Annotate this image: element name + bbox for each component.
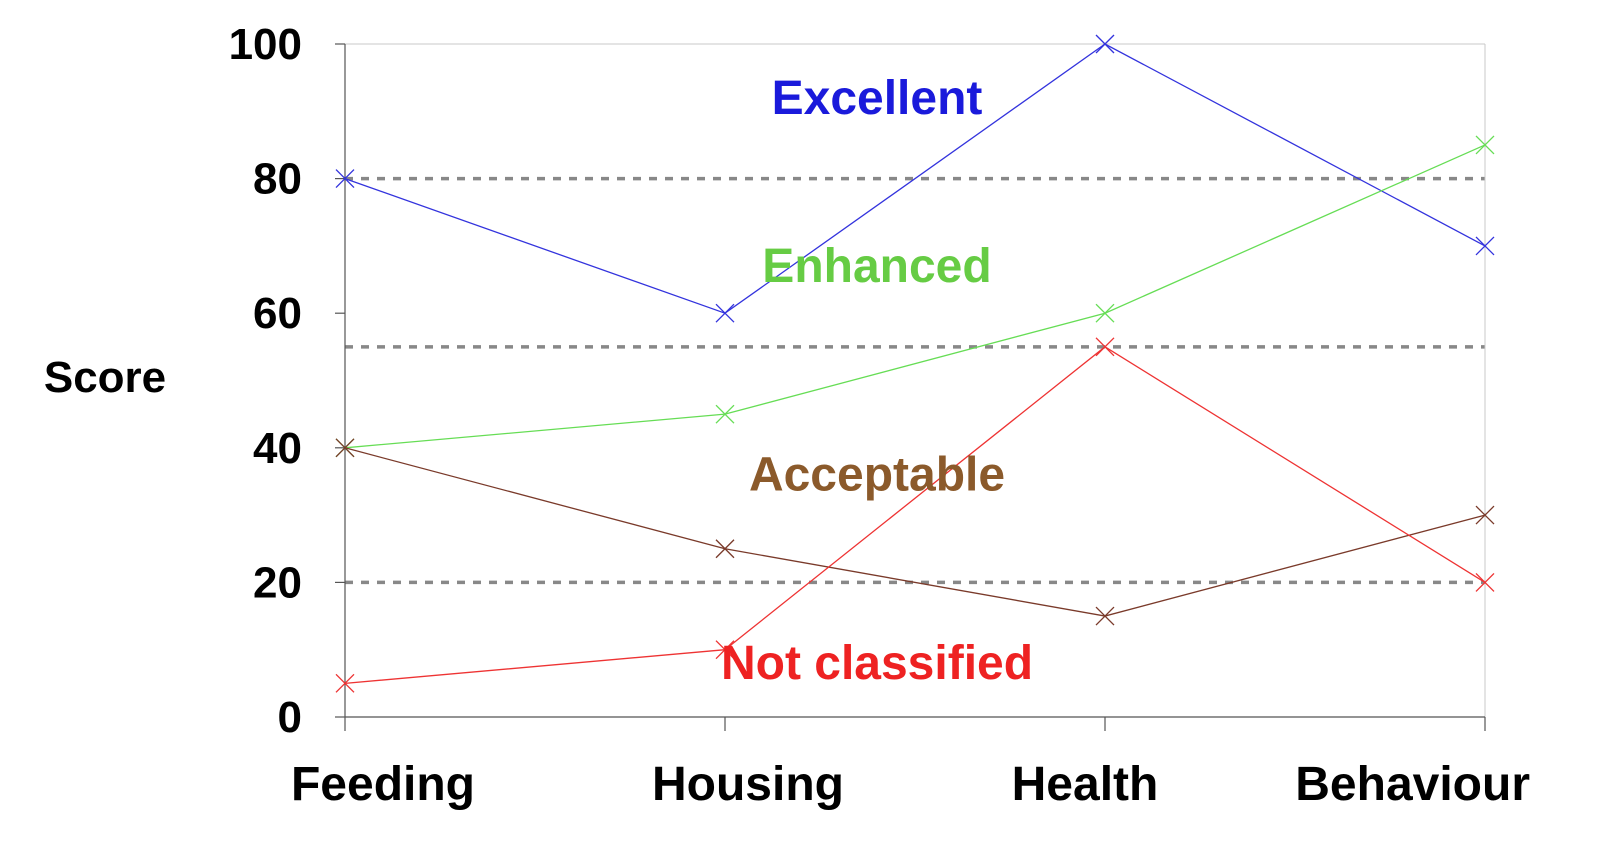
data-point-marker bbox=[1095, 34, 1115, 54]
data-point-marker bbox=[335, 169, 355, 189]
data-point-marker bbox=[1095, 606, 1115, 626]
series-line bbox=[344, 447, 1486, 617]
y-tick-label: 60 bbox=[253, 289, 302, 338]
y-tick-label: 20 bbox=[253, 558, 302, 607]
data-point-marker bbox=[335, 673, 355, 693]
y-tick-label: 80 bbox=[253, 155, 302, 204]
data-point-marker bbox=[1475, 505, 1495, 525]
zone-label: Not classified bbox=[721, 637, 1033, 690]
series-line bbox=[344, 43, 1486, 314]
data-point-marker bbox=[1475, 135, 1495, 155]
data-point-marker bbox=[1095, 337, 1115, 357]
y-tick-label: 40 bbox=[253, 424, 302, 473]
x-tick-label: Housing bbox=[652, 758, 844, 811]
data-point-marker bbox=[1475, 572, 1495, 592]
zone-label: Enhanced bbox=[762, 240, 991, 293]
series-line bbox=[344, 346, 1486, 684]
x-tick-label: Behaviour bbox=[1295, 758, 1530, 811]
data-point-marker bbox=[715, 640, 735, 660]
data-point-marker bbox=[715, 404, 735, 424]
data-point-marker bbox=[1475, 236, 1495, 256]
series-line bbox=[344, 144, 1486, 449]
y-tick-label: 0 bbox=[278, 693, 302, 742]
x-tick-label: Feeding bbox=[291, 758, 475, 811]
zone-label: Acceptable bbox=[749, 449, 1005, 502]
y-axis-title: Score bbox=[44, 353, 166, 402]
y-tick-label: 100 bbox=[229, 20, 302, 69]
data-point-marker bbox=[1095, 303, 1115, 323]
zone-label: Excellent bbox=[772, 72, 983, 125]
data-point-marker bbox=[715, 303, 735, 323]
threshold-lines bbox=[345, 176, 1485, 585]
series-lines bbox=[335, 34, 1495, 693]
data-point-marker bbox=[715, 539, 735, 559]
data-point-marker bbox=[335, 438, 355, 458]
x-tick-label: Health bbox=[1012, 758, 1159, 811]
